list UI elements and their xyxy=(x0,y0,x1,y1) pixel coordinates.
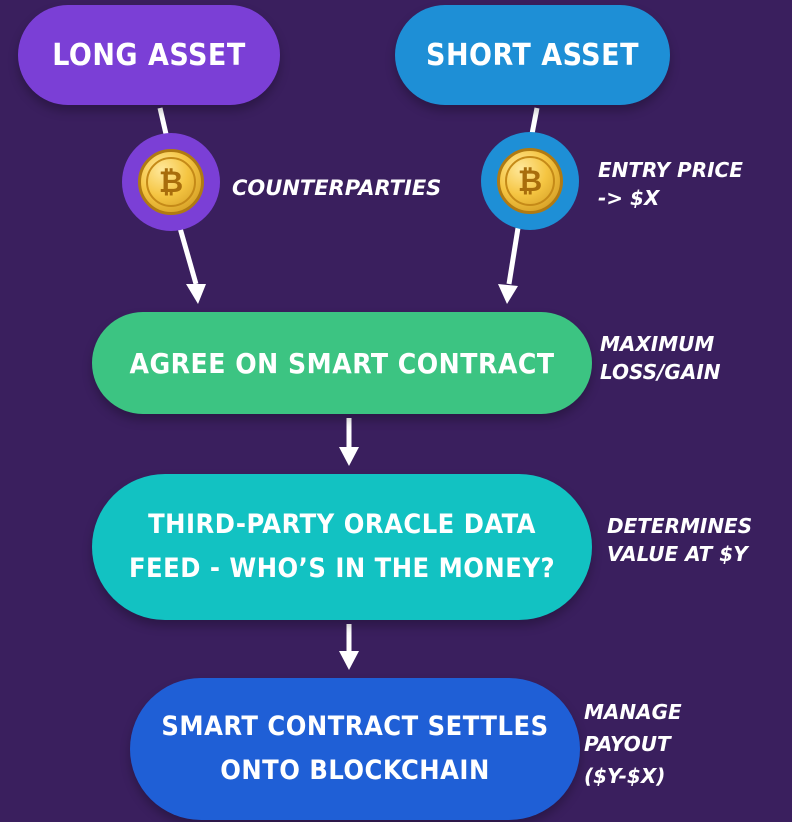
settle-blockchain-label: SMART CONTRACT SETTLES ONTO BLOCKCHAIN xyxy=(161,711,549,786)
oracle-feed-label: THIRD-PARTY ORACLE DATA FEED - WHO’S IN … xyxy=(128,509,556,584)
agree-contract-label: AGREE ON SMART CONTRACT xyxy=(129,346,555,380)
bitcoin-symbol: ₿ xyxy=(146,157,196,207)
max-loss-gain-note: MAXIMUM LOSS/GAIN xyxy=(600,332,721,384)
arrow-short-to-coin xyxy=(529,107,540,135)
long-asset-label: LONG ASSET xyxy=(52,37,246,73)
arrow-oracle-to-settle xyxy=(339,624,359,670)
manage-payout-note: MANAGE PAYOUT ($Y-$X) xyxy=(584,700,682,788)
agree-contract-node: AGREE ON SMART CONTRACT xyxy=(92,312,592,414)
bitcoin-icon: ₿ xyxy=(497,148,563,214)
counterparties-note: COUNTERPARTIES xyxy=(232,176,442,200)
arrow-long-to-coin xyxy=(157,107,169,135)
oracle-feed-node: THIRD-PARTY ORACLE DATA FEED - WHO’S IN … xyxy=(92,474,592,620)
bitcoin-symbol: ₿ xyxy=(505,156,555,206)
long-coin-badge: ₿ xyxy=(122,133,220,231)
short-asset-node: SHORT ASSET xyxy=(395,5,670,105)
arrow-short-coin-to-agree xyxy=(498,227,521,304)
determines-value-note: DETERMINES VALUE AT $Y xyxy=(607,514,753,566)
arrow-agree-to-oracle xyxy=(339,418,359,466)
long-asset-node: LONG ASSET xyxy=(18,5,280,105)
settle-blockchain-node: SMART CONTRACT SETTLES ONTO BLOCKCHAIN xyxy=(130,678,580,820)
short-asset-label: SHORT ASSET xyxy=(426,37,639,73)
short-coin-badge: ₿ xyxy=(481,132,579,230)
arrow-long-coin-to-agree xyxy=(177,227,206,304)
bitcoin-icon: ₿ xyxy=(138,149,204,215)
entry-price-note: ENTRY PRICE -> $X xyxy=(598,158,743,210)
